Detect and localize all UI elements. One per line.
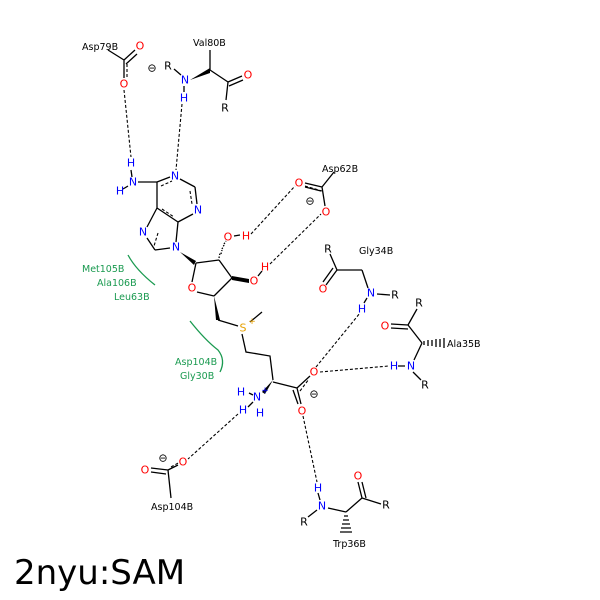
residue-label-gly34: Gly34B	[359, 246, 393, 257]
hydrophobic-label-met105: Met105B	[82, 264, 124, 275]
atom-r: R	[415, 297, 423, 310]
atom-o: O	[120, 78, 129, 91]
atom-o: O	[310, 366, 319, 379]
residue-label-ala35: Ala35B	[447, 339, 481, 350]
residue-label-val80: Val80B	[193, 38, 226, 49]
atom-r: R	[221, 102, 229, 115]
atom-h: H	[180, 92, 188, 105]
atom-o: O	[136, 40, 145, 53]
atom-n: N	[129, 176, 137, 189]
hydrophobic-label-leu63: Leu63B	[114, 292, 150, 303]
atom-o: O	[224, 231, 233, 244]
atom-r: R	[300, 516, 308, 529]
atom-n: N	[172, 241, 180, 254]
atom-n: N	[139, 226, 147, 239]
hbond-asp62-o2	[250, 185, 296, 235]
atom-h: H	[127, 157, 135, 170]
negative-charge-icon: ⊖	[309, 388, 318, 401]
residue-label-trp36: Trp36B	[332, 539, 366, 550]
atom-n: N	[318, 500, 326, 513]
hydrophobic-contacts: Met105B Ala106B Leu63B Asp104B Gly30B	[82, 254, 224, 382]
atom-r: R	[391, 289, 399, 302]
hydrophobic-label-asp104: Asp104B	[175, 357, 217, 368]
atom-r: R	[421, 379, 429, 392]
atom-h: H	[116, 185, 124, 198]
negative-charge-icon: ⊖	[147, 62, 156, 75]
atom-h: H	[256, 407, 264, 420]
bonds	[107, 49, 445, 533]
atom-s: S	[240, 322, 247, 335]
atom-o: O	[322, 206, 331, 219]
residue-label-asp79: Asp79B	[82, 42, 118, 53]
atom-r: R	[324, 243, 332, 256]
atom-h: H	[314, 482, 322, 495]
negative-charge-icon: ⊖	[305, 195, 314, 208]
hbond-trp36	[302, 415, 318, 483]
hbond-ala35	[319, 365, 390, 373]
atom-h: H	[242, 230, 250, 243]
atom-h: H	[390, 360, 398, 373]
atom-o: O	[319, 283, 328, 296]
residue-label-asp104: Asp104B	[151, 502, 193, 513]
residue-labels: Asp79B Val80B Asp62B Gly34B Ala35B Trp36…	[82, 38, 481, 550]
hbond-gly34	[315, 312, 361, 368]
atom-h: H	[237, 386, 245, 399]
atom-n: N	[407, 360, 415, 373]
atom-h: H	[261, 261, 269, 274]
hbond-val80	[175, 103, 183, 171]
atom-h: H	[239, 404, 247, 417]
atom-h: H	[358, 303, 366, 316]
diagram-title: 2nyu:SAM	[14, 553, 185, 593]
hydrophobic-label-gly30: Gly30B	[180, 371, 214, 382]
residue-label-asp62: Asp62B	[322, 164, 358, 175]
atom-r: R	[382, 499, 390, 512]
hbond-asp104	[187, 413, 239, 460]
atom-n: N	[181, 74, 189, 87]
atom-o: O	[298, 405, 307, 418]
hydrophobic-arc-2	[189, 320, 224, 373]
atom-o: O	[244, 69, 253, 82]
atom-n: N	[171, 170, 179, 183]
atom-o: O	[295, 177, 304, 190]
positive-charge-icon: +	[248, 317, 256, 327]
atom-labels: O O ⊖ R N H O R H N H N N N N O O H O H …	[116, 40, 429, 529]
hydrogen-bonds	[123, 64, 390, 483]
atom-o: O	[381, 320, 390, 333]
atom-n: N	[253, 391, 261, 404]
atom-n: N	[194, 204, 202, 217]
positive-charge-icon: +	[261, 386, 269, 396]
hbond-asp62-o3	[269, 213, 322, 265]
atom-o: O	[141, 464, 150, 477]
atom-r: R	[164, 60, 172, 73]
hbond-asp79	[123, 89, 132, 158]
hydrophobic-arc-1	[127, 254, 156, 286]
negative-charge-icon: ⊖	[158, 452, 167, 465]
atom-o: O	[250, 275, 259, 288]
atom-n: N	[367, 287, 375, 300]
hydrophobic-label-ala106: Ala106B	[97, 278, 137, 289]
atom-o: O	[354, 470, 363, 483]
atom-o: O	[179, 456, 188, 469]
atom-o: O	[188, 282, 197, 295]
